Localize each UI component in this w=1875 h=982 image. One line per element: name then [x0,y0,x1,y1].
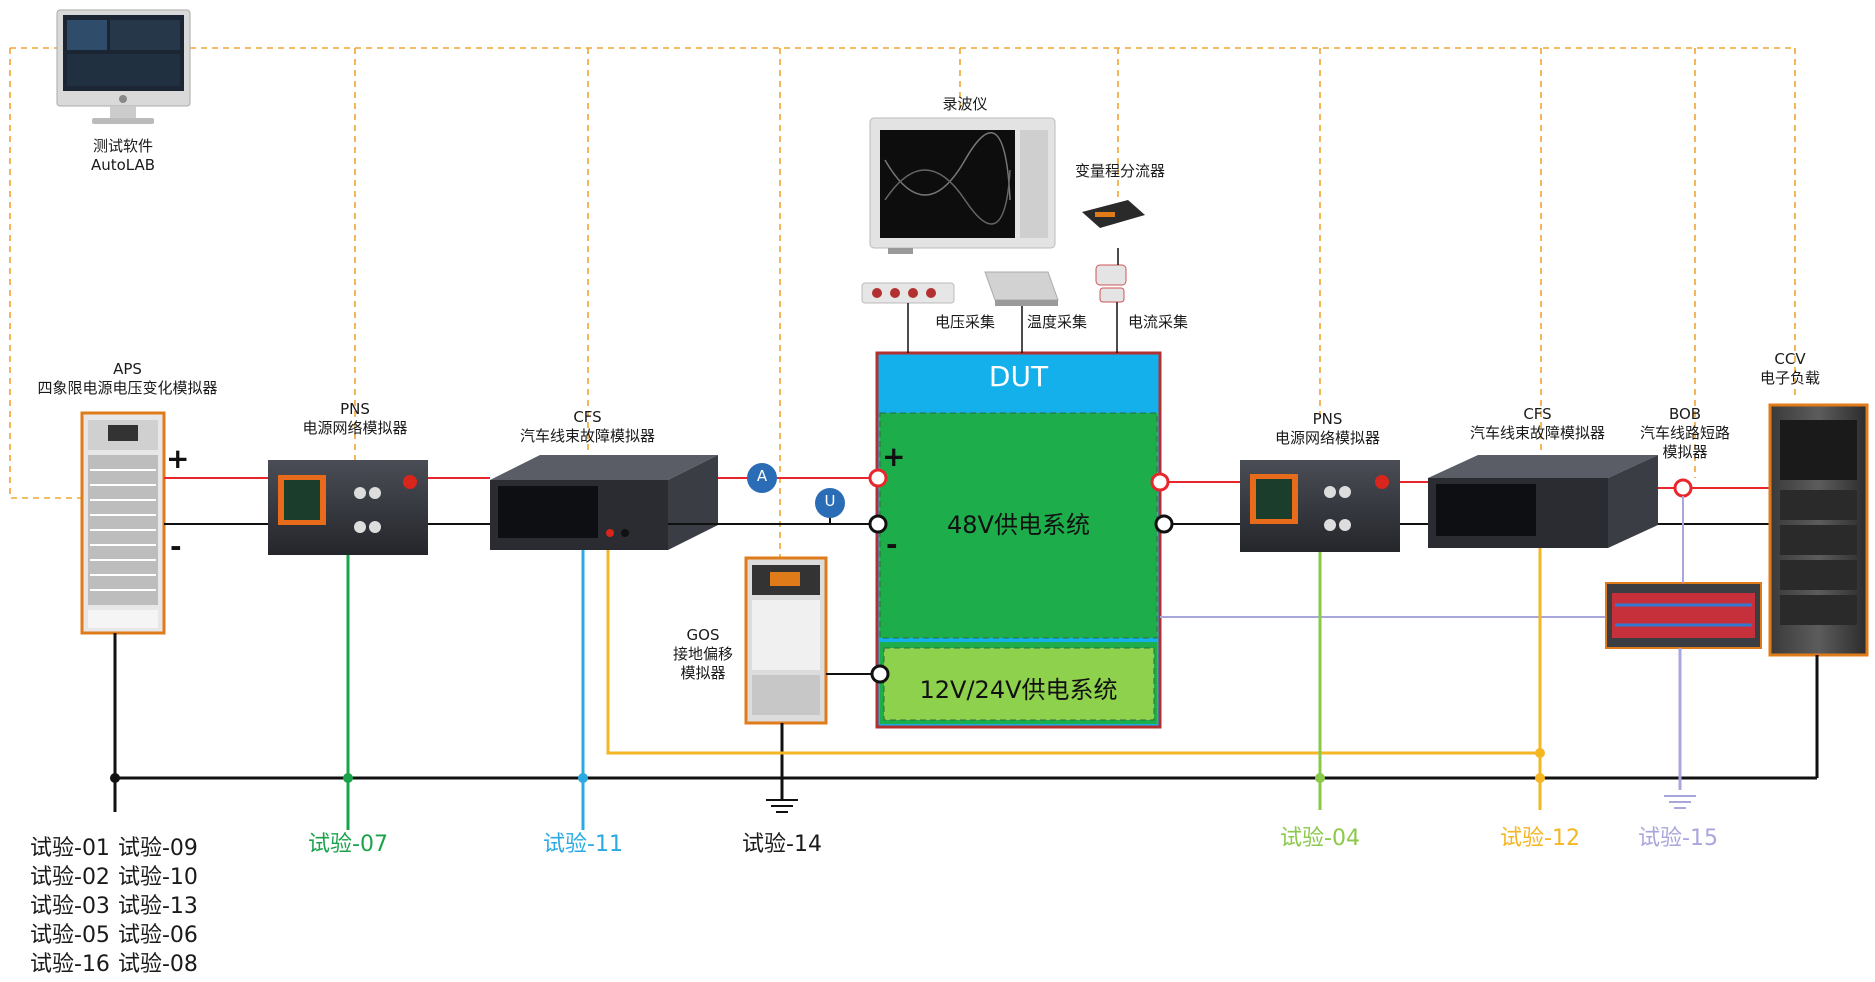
gos-label: GOS 接地偏移 模拟器 [663,626,743,682]
cfs-right-code: CFS [1523,405,1552,423]
ccv-label: CCV 电子负载 [1745,350,1835,388]
pns-left-code: PNS [340,400,370,418]
current-acquisition-label: 电流采集 [1127,313,1188,331]
test-item: 试验-16 [30,952,110,977]
system-12v-24v-label: 12V/24V供电系统 [919,676,1118,704]
system-48v-label: 48V供电系统 [947,511,1090,539]
recorder-label: 录波仪 [942,95,988,113]
test-item: 试验-01 [30,836,110,861]
cfs-left-device-icon [490,455,718,550]
test-item: 试验-05 [30,923,110,948]
shunt-label: 变量程分流器 [1074,162,1165,180]
test-list-row: 试验-03 试验-13 [30,892,206,921]
test-lines [346,496,1684,830]
aps-minus-sign: - [170,530,182,563]
pns-left-device-icon [268,460,428,555]
bob-label: BOB 汽车线路短路 模拟器 [1630,405,1740,461]
test-item: 试验-06 [117,923,198,948]
test-nodes [343,748,1545,783]
test-list-row: 试验-02 试验-10 [30,863,206,892]
aps-plus-sign: + [166,442,190,475]
voltmeter-letter: U [824,492,836,510]
pns-right-device-icon [1240,460,1400,552]
cfs-left-label: CFS 汽车线束故障模拟器 [500,408,675,446]
ground-symbol-icon [766,799,798,813]
aps-label: APS 四象限电源电压变化模拟器 [20,360,235,398]
test-item: 试验-09 [117,836,198,861]
software-name: 测试软件 [92,137,153,155]
pns-left-name: 电源网络模拟器 [302,418,408,437]
current-clamp-icon [1095,264,1127,303]
temperature-module-icon [984,271,1059,306]
test-list-row: 试验-16 试验-08 [30,950,206,979]
gos-name-2: 模拟器 [680,663,726,682]
test-item: 试验-03 [30,894,110,919]
aps-name: 四象限电源电压变化模拟器 [37,378,218,397]
dut-minus-sign: - [886,528,898,561]
sensor-leads [907,248,1119,353]
ground-node [110,773,120,783]
ccv-code: CCV [1774,350,1806,368]
ammeter-letter: A [756,467,768,485]
dut-terminals [868,468,1693,684]
ammeter-icon [747,463,777,493]
test-item: 试验-08 [117,952,198,977]
dut-plus-sign: + [882,440,906,473]
pns-left-label: PNS 电源网络模拟器 [280,400,430,438]
test-04-label: 试验-04 [1280,826,1360,851]
test-item: 试验-13 [117,894,198,919]
test-11-label: 试验-11 [543,832,623,857]
recorder-icon [869,117,1056,254]
voltage-acquisition-label: 电压采集 [934,313,995,331]
bob-ground-symbol-icon [1664,795,1696,809]
temperature-acquisition-label: 温度采集 [1026,313,1087,331]
cfs-left-name: 汽车线束故障模拟器 [519,426,655,445]
dut-title: DUT [988,360,1049,393]
shunt-icon [1082,200,1145,228]
test-12-label: 试验-12 [1500,826,1580,851]
test-14-label: 试验-14 [742,832,822,857]
cfs-right-name: 汽车线束故障模拟器 [1469,423,1605,442]
test-item: 试验-02 [30,865,110,890]
gos-code: GOS [686,626,720,644]
bob-name-1: 汽车线路短路 [1639,423,1730,442]
software-label: 测试软件 AutoLAB [58,137,188,175]
test-07-label: 试验-07 [308,832,388,857]
bob-device-icon [1605,582,1762,649]
voltage-module-icon [861,282,955,304]
aps-rack-icon [80,411,166,635]
dut-block [875,351,1162,729]
voltmeter-icon [815,488,845,518]
pns-right-label: PNS 电源网络模拟器 [1250,410,1405,448]
cfs-right-label: CFS 汽车线束故障模拟器 [1450,405,1625,443]
aps-code: APS [113,360,142,378]
cfs-left-code: CFS [573,408,602,426]
test-15-label: 试验-15 [1638,826,1718,851]
test-list-row: 试验-01 试验-09 [30,834,206,863]
ccv-name: 电子负载 [1759,368,1820,387]
monitor-icon [56,9,191,124]
bob-code: BOB [1668,405,1702,423]
gos-rack-icon [744,556,828,725]
test-list-row: 试验-05 试验-06 [30,921,206,950]
software-product: AutoLAB [90,155,156,174]
test-item: 试验-10 [117,865,198,890]
pns-right-code: PNS [1312,410,1343,428]
communication-bus [9,47,1796,560]
pns-right-name: 电源网络模拟器 [1274,428,1380,447]
ccv-rack-icon [1768,403,1869,657]
bob-name-2: 模拟器 [1662,442,1708,461]
gos-name-1: 接地偏移 [672,644,733,663]
cfs-right-device-icon [1428,455,1658,548]
